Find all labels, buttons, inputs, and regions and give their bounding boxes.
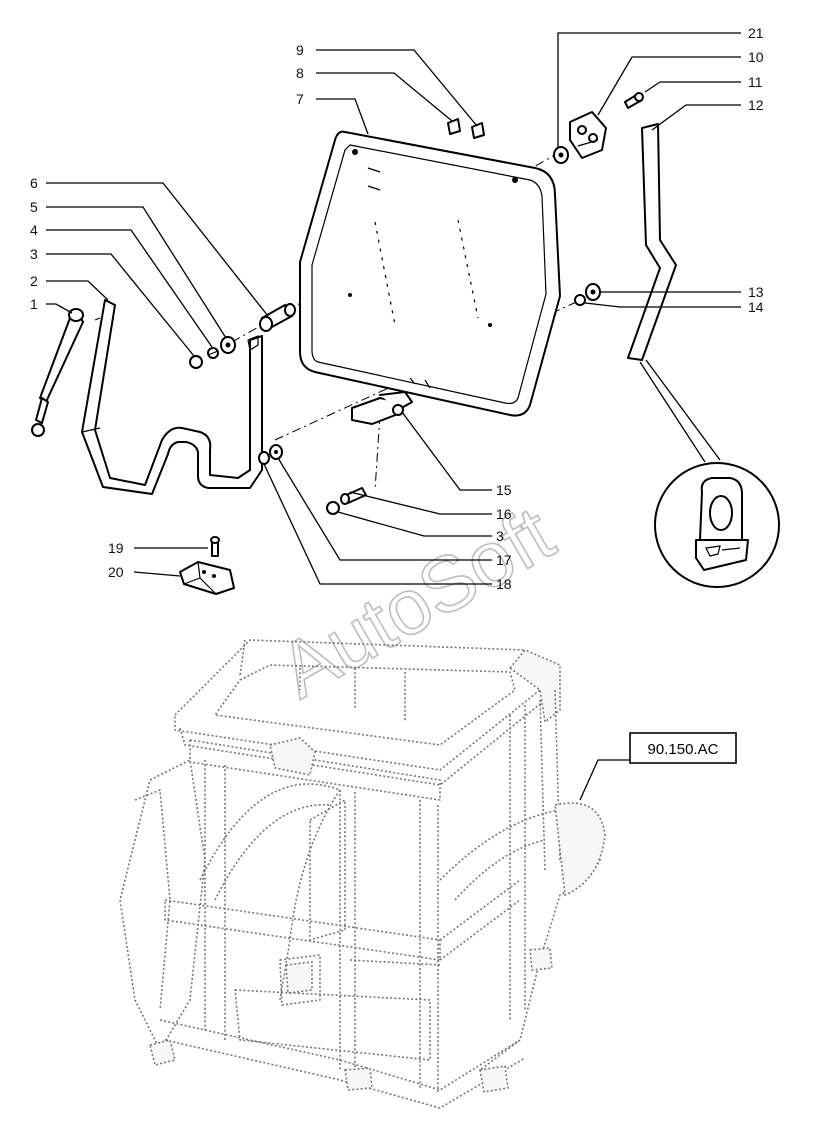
bolt-8 xyxy=(447,118,461,135)
pin-19 xyxy=(210,536,220,557)
bolt-4 xyxy=(207,347,219,359)
callout-9: 9 xyxy=(296,42,304,58)
reference-label: 90.150.AC xyxy=(579,732,737,801)
callout-19: 19 xyxy=(108,540,124,556)
callout-18: 18 xyxy=(496,576,512,592)
callout-10: 10 xyxy=(748,49,764,65)
callout-16: 16 xyxy=(496,506,512,522)
gas-strut xyxy=(31,308,84,437)
nut-3 xyxy=(189,355,203,369)
hinge-10 xyxy=(569,111,607,159)
callout-11: 11 xyxy=(748,74,763,90)
callout-15: 15 xyxy=(496,482,512,498)
seal-profile-detail xyxy=(639,359,780,588)
door-glass-panel xyxy=(299,130,561,417)
callout-3-upper: 3 xyxy=(30,246,38,262)
screw-11 xyxy=(624,92,644,109)
cab-frame-drawing xyxy=(119,639,606,1109)
spacer-21 xyxy=(553,146,569,164)
block-20 xyxy=(179,561,235,595)
callout-14: 14 xyxy=(748,299,764,315)
callout-21: 21 xyxy=(748,25,764,41)
callout-12: 12 xyxy=(748,97,764,113)
lock-bracket xyxy=(351,391,413,425)
leader-lines xyxy=(46,32,741,585)
callout-17: 17 xyxy=(496,552,512,568)
callout-numbers: 21 10 11 12 9 8 7 6 5 4 3 2 1 13 14 15 1… xyxy=(30,25,764,592)
handrail-bar xyxy=(81,299,263,495)
bolt-16 xyxy=(340,487,367,505)
hinge-pin xyxy=(259,303,296,332)
door-seal-strip xyxy=(627,123,677,361)
callout-3-lower: 3 xyxy=(496,528,504,544)
nut-3-lower xyxy=(326,501,340,515)
callout-6: 6 xyxy=(30,175,38,191)
callout-2: 2 xyxy=(30,273,38,289)
svg-text:90.150.AC: 90.150.AC xyxy=(648,741,719,758)
bolt-9 xyxy=(471,122,485,139)
callout-4: 4 xyxy=(30,222,38,238)
callout-7: 7 xyxy=(296,91,304,107)
washer-13 xyxy=(585,283,601,301)
nut-14 xyxy=(574,294,586,306)
washer-17 xyxy=(269,444,283,460)
washer-5 xyxy=(220,336,236,354)
callout-13: 13 xyxy=(748,284,764,300)
watermark: AutoSoft xyxy=(264,488,569,716)
washer-18 xyxy=(258,451,270,465)
callout-8: 8 xyxy=(296,65,304,81)
callout-1: 1 xyxy=(30,296,38,312)
callout-5: 5 xyxy=(30,199,38,215)
svg-text:AutoSoft: AutoSoft xyxy=(265,489,568,715)
callout-20: 20 xyxy=(108,564,124,580)
